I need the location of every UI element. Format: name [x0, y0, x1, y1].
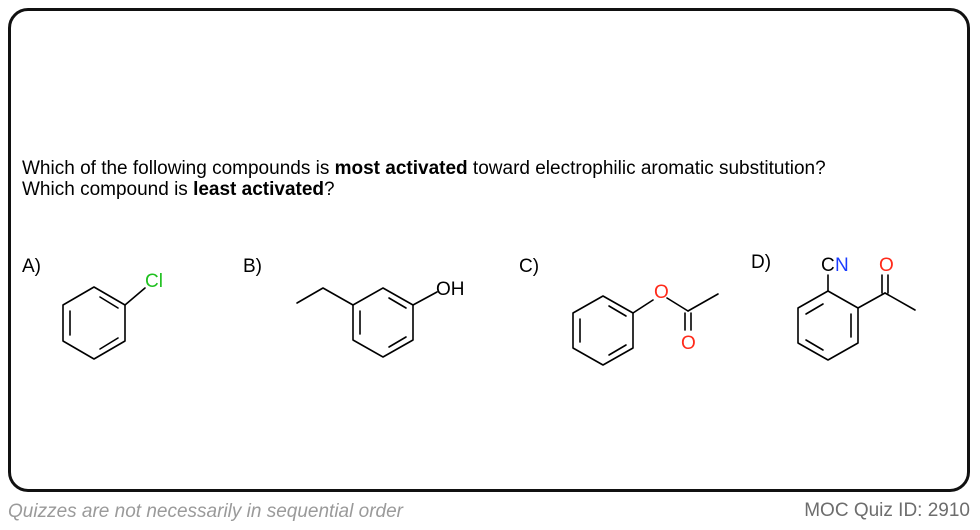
nitrile-carbon-atom: C — [821, 255, 835, 276]
question-line-1: Which of the following compounds is most… — [22, 158, 826, 179]
option-c-label: C) — [519, 256, 540, 277]
chlorine-atom: Cl — [145, 271, 163, 292]
quiz-id: MOC Quiz ID: 2910 — [804, 500, 970, 521]
benzene-ring-d — [797, 290, 859, 361]
question-line-2: Which compound is least activated? — [22, 179, 335, 200]
least-activated-emphasis: least activated — [193, 179, 325, 200]
hydroxyl-group: OH — [436, 279, 465, 300]
ester-oxygen-atom: O — [654, 282, 669, 303]
nitrile-nitrogen-atom: N — [835, 255, 849, 276]
quiz-card — [8, 8, 970, 492]
option-a-label: A) — [22, 256, 41, 277]
most-activated-emphasis: most activated — [334, 158, 468, 179]
question-text: Which of the following compounds is most… — [22, 158, 972, 200]
acetyl-oxygen-atom: O — [879, 255, 894, 276]
sequence-note: Quizzes are not necessarily in sequentia… — [8, 501, 403, 522]
carbonyl-oxygen-atom: O — [681, 333, 696, 354]
option-d-label: D) — [751, 252, 772, 273]
option-b-label: B) — [243, 256, 262, 277]
